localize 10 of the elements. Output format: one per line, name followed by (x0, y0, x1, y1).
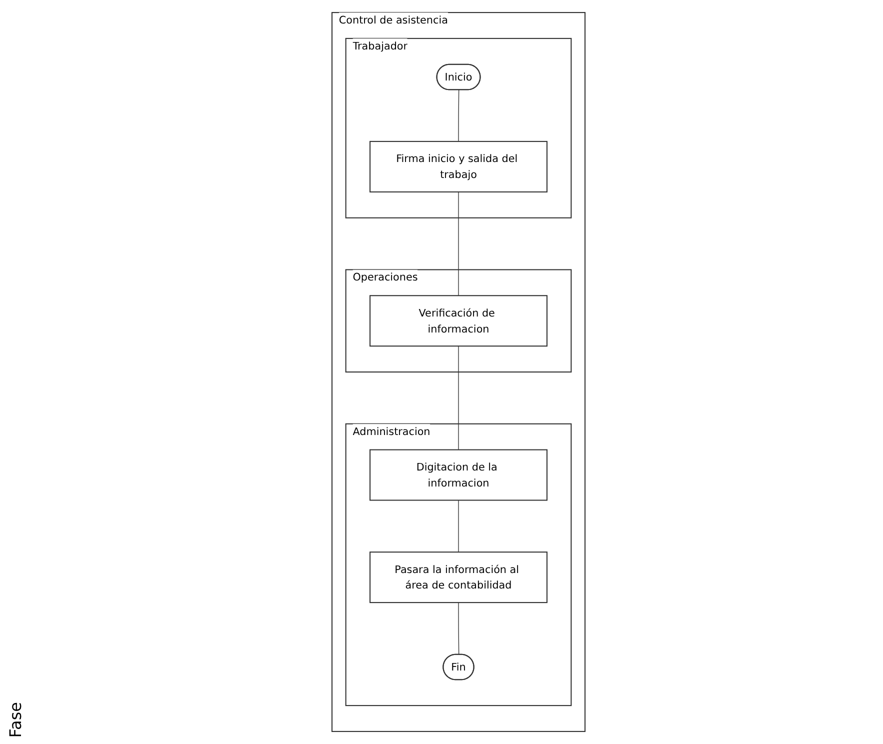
node-box: Digitacion de la informacion (370, 449, 548, 501)
node-box: Verificación de informacion (370, 295, 548, 347)
node-box: Firma inicio y salida del trabajo (370, 140, 548, 192)
connector (458, 192, 459, 296)
connector (458, 90, 460, 142)
connector (458, 500, 459, 552)
connector (458, 602, 460, 656)
phase-label: Fase (6, 702, 26, 738)
connector (458, 346, 459, 450)
node-box: Pasara la información al área de contabilidad (370, 552, 548, 604)
